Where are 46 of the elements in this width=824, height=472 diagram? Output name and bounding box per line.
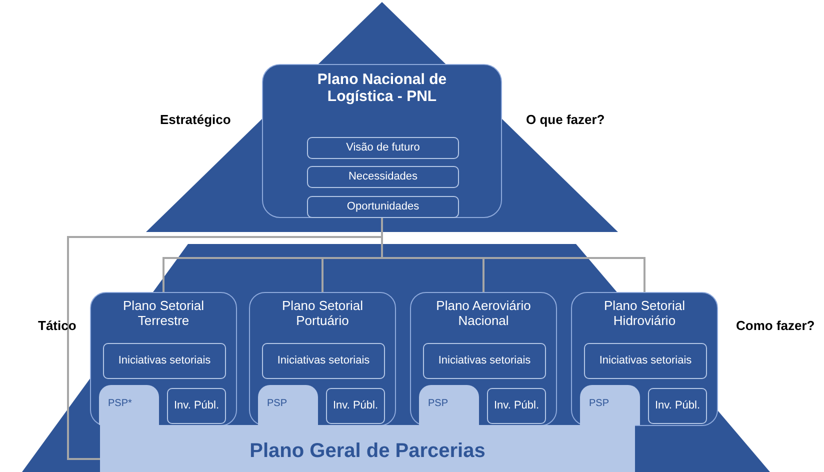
item-box	[648, 388, 707, 424]
psp-tab	[419, 385, 479, 425]
level-label: Como fazer?	[736, 318, 815, 333]
psp-tab	[258, 385, 318, 425]
node-text: Plano Aeroviário Nacional	[435, 299, 532, 329]
item-box	[423, 343, 546, 379]
node-text: Plano Geral de Parcerias	[248, 440, 486, 463]
level-label: Tático	[38, 318, 76, 333]
node-text: PSP	[588, 398, 610, 410]
level-label: Estratégico	[160, 112, 231, 127]
plan-box	[90, 292, 237, 426]
item-box	[307, 166, 459, 188]
node-text: Visão de futuro	[345, 142, 421, 154]
node-text: Inv. Públ.	[332, 400, 380, 412]
plan-box	[262, 64, 502, 218]
node-text: Inv. Públ.	[654, 400, 702, 412]
item-box	[103, 343, 226, 379]
node-text: Inv. Públ.	[172, 400, 220, 412]
plan-box	[571, 292, 718, 426]
node-text: Plano Setorial Terrestre	[122, 299, 205, 329]
plan-box	[249, 292, 396, 426]
node-text: PSP	[427, 398, 450, 410]
item-box	[487, 388, 546, 424]
item-box	[262, 343, 385, 379]
item-box	[167, 388, 226, 424]
node-text: Plano Nacional de Logística - PNL	[316, 71, 448, 106]
node-text: PSP*	[107, 398, 133, 410]
plan-box	[410, 292, 557, 426]
psp-tab	[99, 385, 159, 425]
node-text: Iniciativas setoriais	[117, 354, 212, 368]
item-box	[307, 196, 459, 218]
node-text: Inv. Públ.	[492, 400, 540, 412]
node-text: Iniciativas setoriais	[437, 354, 532, 368]
node-text: Necessidades	[347, 170, 419, 184]
item-box	[307, 137, 459, 159]
node-text: Oportunidades	[346, 200, 420, 214]
node-text: PSP	[266, 398, 288, 410]
node-text: Iniciativas setoriais	[598, 354, 693, 368]
node-text: Plano Setorial Hidroviário	[603, 299, 686, 329]
partnership-plan-box	[100, 425, 635, 472]
node-text: Iniciativas setoriais	[276, 354, 371, 368]
level-label: O que fazer?	[526, 112, 605, 127]
item-box	[584, 343, 707, 379]
item-box	[326, 388, 385, 424]
node-text: Plano Setorial Portuário	[281, 299, 364, 329]
psp-tab	[580, 385, 640, 425]
